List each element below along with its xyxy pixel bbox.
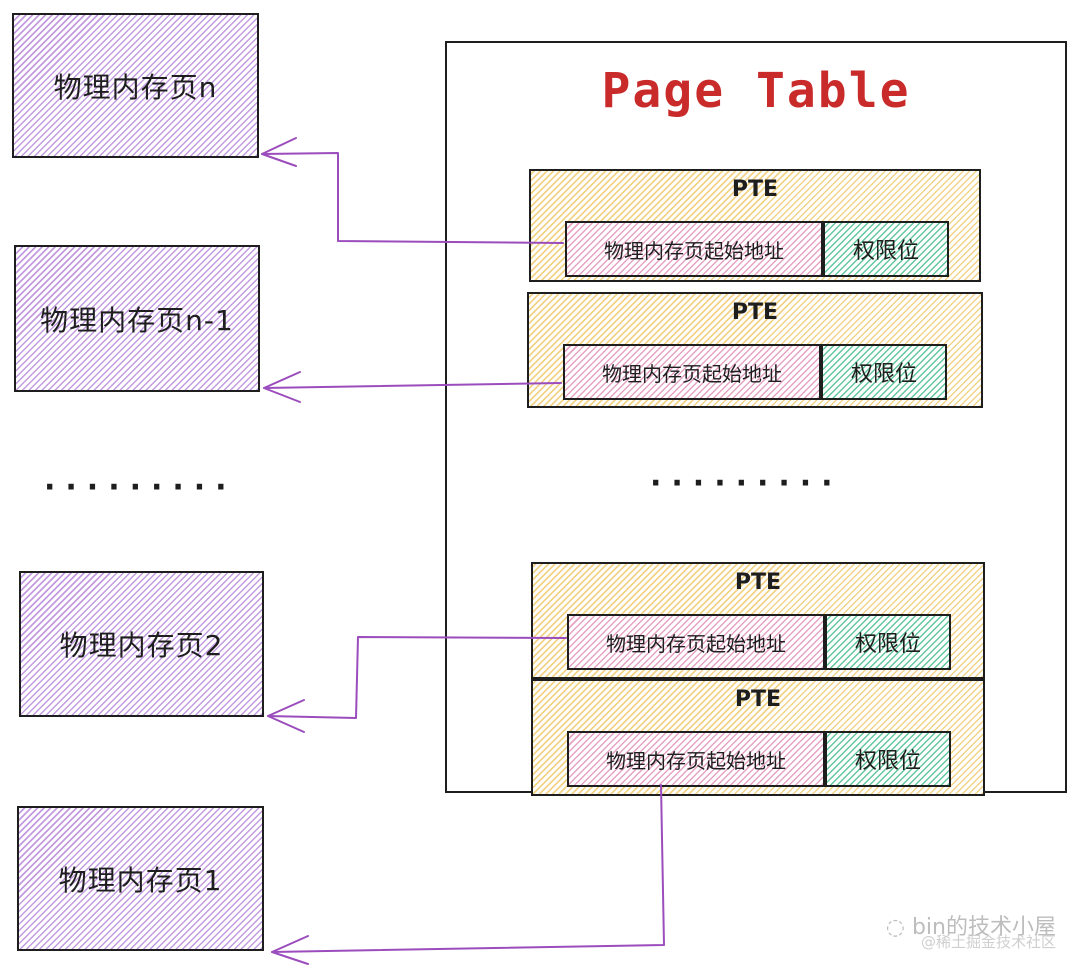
pte-label: PTE	[734, 570, 782, 595]
arrowhead	[261, 137, 297, 167]
arrow-pte-1-to-page-n	[261, 152, 564, 244]
memory-page-n-minus-1: 物理内存页n-1	[14, 245, 260, 392]
memory-page-label: 物理内存页1	[58, 863, 223, 897]
pte-label: PTE	[731, 177, 779, 202]
page-table-ellipsis: ·········	[650, 466, 843, 501]
memory-page-label: 物理内存页n	[53, 70, 218, 104]
memory-page-n: 物理内存页n	[12, 13, 259, 158]
pte-address-field: 物理内存页起始地址	[567, 614, 825, 670]
pte-label: PTE	[731, 300, 779, 325]
pte-address-field: 物理内存页起始地址	[565, 221, 823, 277]
memory-page-label: 物理内存页n-1	[40, 303, 234, 337]
watermark-main: bin的技术小屋	[911, 915, 1056, 940]
pte-entry: PTE 物理内存页起始地址 权限位	[527, 292, 983, 408]
arrowhead	[271, 935, 309, 965]
arrowhead	[263, 371, 301, 403]
arrow-pte-3-to-page-2	[267, 636, 567, 719]
page-table-title: Page Table	[601, 63, 911, 119]
arrow-pte-2-to-page-n-minus-1	[263, 382, 562, 389]
watermark-sub: @稀土掘金技术社区	[920, 933, 1056, 951]
pte-entry: PTE 物理内存页起始地址 权限位	[529, 169, 981, 282]
arrow-pte-4-to-page-1	[271, 784, 665, 953]
pte-permission-field: 权限位	[825, 614, 951, 670]
arrowhead	[267, 699, 305, 733]
pte-entry: PTE 物理内存页起始地址 权限位	[531, 562, 985, 679]
memory-page-2: 物理内存页2	[19, 571, 264, 717]
pte-entry: PTE 物理内存页起始地址 权限位	[531, 679, 985, 796]
left-ellipsis: ·········	[44, 470, 237, 505]
pte-permission-field: 权限位	[823, 221, 949, 277]
pte-permission-field: 权限位	[821, 344, 947, 400]
pte-address-field: 物理内存页起始地址	[567, 731, 825, 787]
memory-page-1: 物理内存页1	[17, 806, 264, 951]
pte-label: PTE	[734, 687, 782, 712]
watermark: ◌ bin的技术小屋 @稀土掘金技术社区	[885, 909, 1056, 951]
watermark-logo-icon: ◌	[885, 915, 912, 940]
pte-permission-field: 权限位	[825, 731, 951, 787]
memory-page-label: 物理内存页2	[59, 629, 224, 662]
pte-address-field: 物理内存页起始地址	[563, 344, 821, 400]
